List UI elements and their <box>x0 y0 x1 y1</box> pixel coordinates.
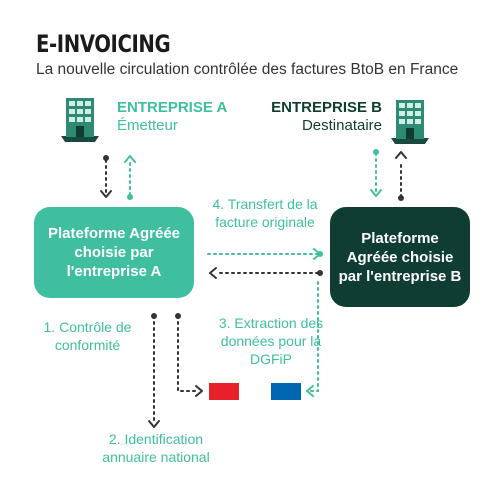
arrow-extraction-b <box>310 281 319 392</box>
arrow-extraction-a <box>177 315 200 392</box>
step-identification-label: 2. Identification annuaire national <box>102 431 210 465</box>
entreprise-b-role: Destinataire <box>301 117 382 134</box>
platform-a-label: Plateforme Agréée choisie par l'entrepri… <box>48 225 180 280</box>
page-title: E-INVOICING <box>36 30 171 58</box>
platform-b-box: Plateforme Agréée choisie par l'entrepri… <box>330 207 470 307</box>
platform-a-box: Plateforme Agréée choisie par l'entrepri… <box>34 207 194 298</box>
step-transfer-label: 4. Transfert de la facture originale <box>212 196 318 230</box>
page-subtitle: La nouvelle circulation contrôlée des fa… <box>36 61 459 78</box>
step-extraction-label: 3. Extraction des données pour la DGFiP <box>218 315 324 367</box>
building-icon <box>57 96 103 142</box>
entreprise-a-role: Émetteur <box>117 117 178 134</box>
step-control-label: 1. Contrôle de conformité <box>43 319 132 353</box>
entreprise-a-name: ENTREPRISE A <box>117 99 228 116</box>
red-flag <box>209 383 239 400</box>
entreprise-b-name: ENTREPRISE B <box>271 99 382 116</box>
blue-flag <box>271 383 301 400</box>
building-icon <box>387 98 433 144</box>
platform-b-label: Plateforme Agréée choisie par l'entrepri… <box>338 229 462 285</box>
